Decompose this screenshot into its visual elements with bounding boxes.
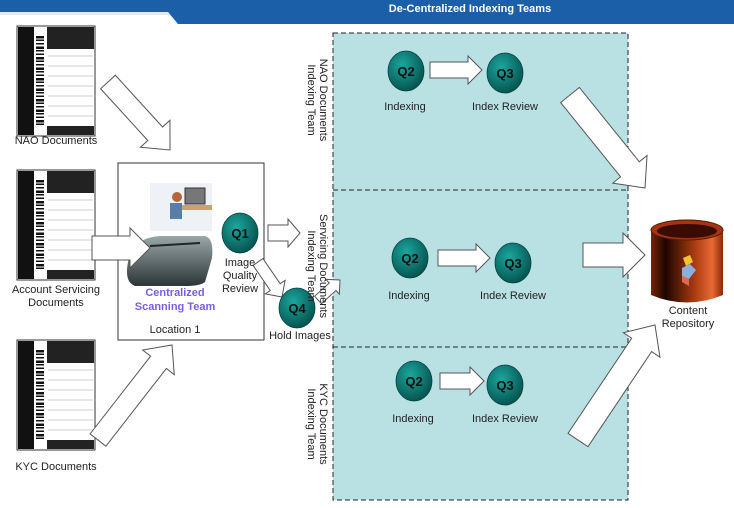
q1-queue: Q1 — [221, 212, 259, 254]
centralized-scanning-team-label: Centralized Scanning Team — [120, 286, 230, 314]
flow-arrow — [313, 278, 341, 305]
index-review-label: Index Review — [479, 290, 547, 302]
indexing-label: Indexing — [392, 413, 434, 425]
flow-arrow — [429, 54, 483, 86]
flow-arrow — [91, 226, 151, 270]
flow-arrow — [252, 257, 286, 298]
flow-arrow — [439, 365, 485, 397]
scanning-line2: Scanning Team — [134, 301, 216, 313]
content-repository-icon — [650, 219, 724, 303]
flow-arrow — [267, 217, 301, 249]
q1-label-line1: Image — [224, 257, 256, 269]
flow-arrow — [437, 242, 491, 274]
repository-label-line1: Content — [668, 305, 708, 317]
indexing-label: Indexing — [384, 101, 426, 113]
nao-documents-label: NAO Documents — [14, 135, 98, 147]
document-receipt-icon — [16, 169, 96, 281]
header-bar — [0, 0, 734, 24]
account-servicing-documents-label-line1: Account Servicing — [11, 284, 101, 296]
flow-arrow — [559, 86, 648, 189]
kyc-documents-label: KYC Documents — [15, 461, 97, 473]
team-label-line2: Indexing Team — [305, 64, 317, 136]
q1-label-line2: Quality — [222, 270, 258, 282]
location-label: Location 1 — [149, 324, 201, 336]
flow-arrow — [89, 344, 175, 447]
team-label-line1: Servicing Documents — [317, 214, 329, 318]
team-label-line2: Indexing Team — [305, 230, 317, 302]
team-label-line1: NAO Documents — [317, 58, 329, 142]
q3-queue-tag: Q3 — [496, 66, 513, 81]
q1-label-line3: Review — [221, 283, 259, 295]
repository-label-line2: Repository — [661, 318, 715, 330]
team-label-line1: KYC Documents — [317, 383, 329, 465]
q3-queue: Q3 — [486, 52, 524, 94]
header-title: De-Centralized Indexing Teams — [388, 3, 552, 15]
scanning-operator-icon — [150, 183, 212, 231]
index-review-label: Index Review — [471, 413, 539, 425]
document-receipt-icon — [16, 25, 96, 137]
q4-queue-tag: Q4 — [288, 301, 306, 316]
q2-queue: Q2 — [391, 237, 429, 279]
q2-queue-tag: Q2 — [405, 374, 422, 389]
flow-arrow — [567, 324, 661, 448]
q3-queue-tag: Q3 — [504, 256, 521, 271]
q3-queue-tag: Q3 — [496, 378, 513, 393]
q2-queue: Q2 — [395, 360, 433, 402]
q2-queue: Q2 — [387, 50, 425, 92]
q4-queue: Q4 — [278, 287, 316, 329]
q1-queue-tag: Q1 — [231, 226, 248, 241]
scanning-line1: Centralized — [145, 287, 205, 299]
q3-queue: Q3 — [494, 242, 532, 284]
q2-queue-tag: Q2 — [397, 64, 414, 79]
indexing-label: Indexing — [388, 290, 430, 302]
flow-arrow — [99, 74, 171, 151]
team-label-line2: Indexing Team — [305, 388, 317, 460]
q2-queue-tag: Q2 — [401, 251, 418, 266]
q3-queue: Q3 — [486, 364, 524, 406]
flow-arrow — [582, 231, 646, 279]
account-servicing-documents-label-line2: Documents — [28, 297, 84, 309]
document-receipt-icon — [16, 339, 96, 451]
index-review-label: Index Review — [471, 101, 539, 113]
q4-label: Hold Images — [269, 330, 331, 342]
